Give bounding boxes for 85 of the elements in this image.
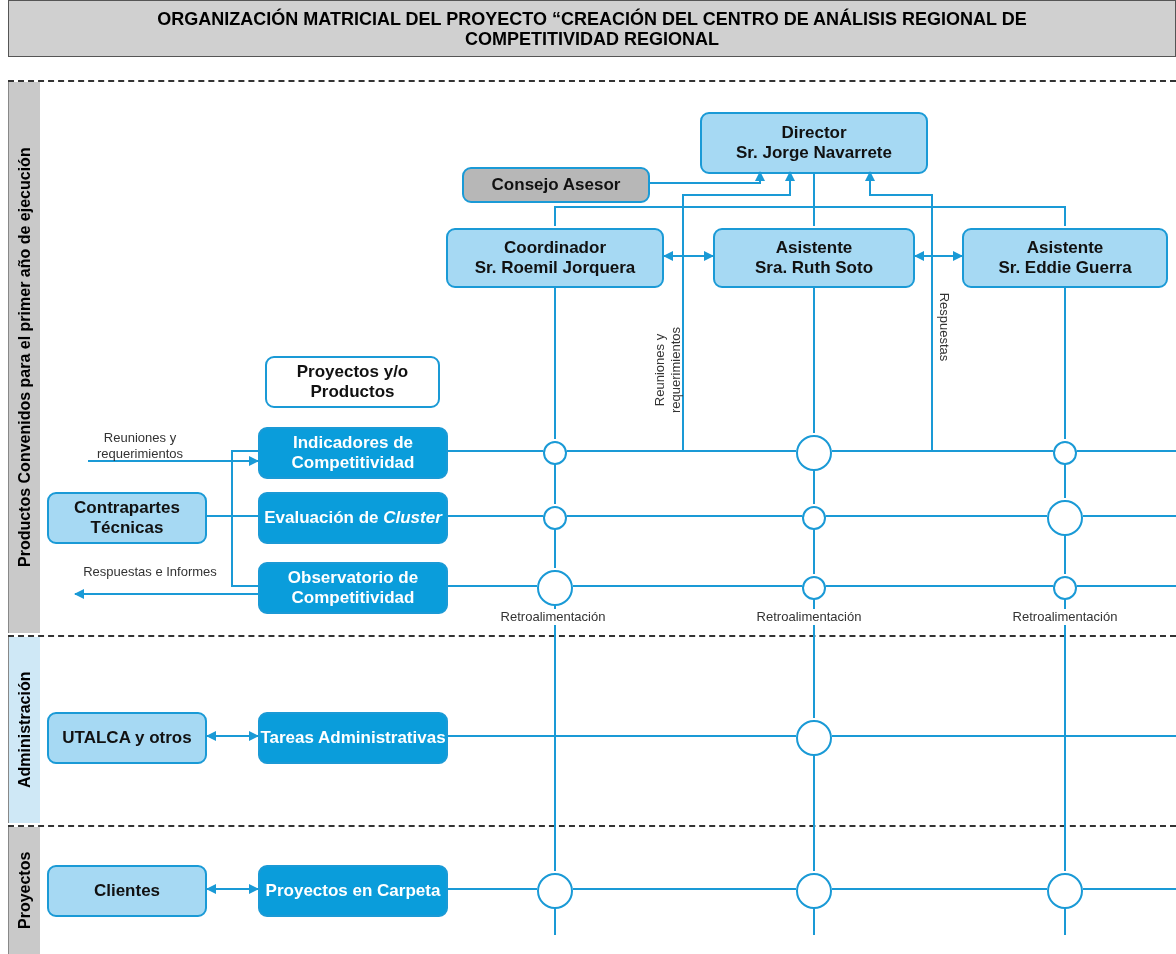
connector-line [447,888,538,890]
arrow [914,251,963,261]
connector-line [447,585,538,587]
product-box: Evaluación de Cluster [258,492,448,544]
arrow [74,589,259,599]
header-box: Proyectos y/o Productos [265,356,440,408]
arrow [649,171,765,184]
connector-line [447,515,544,517]
connector-line [554,527,556,569]
role-box: Asistente Sra. Ruth Soto [713,228,915,288]
connector-line [1076,585,1176,587]
council-box: Consejo Asesor [462,167,650,203]
role-box: Clientes [47,865,207,917]
arrow [206,731,259,741]
edge-label: Respuestas e Informes [82,564,218,580]
band-label: Administración [8,637,40,823]
connector-line [572,888,797,890]
arrow [663,251,714,261]
intersection-circle [796,873,832,909]
connector-line [831,735,1176,737]
arrow [865,171,933,452]
intersection-circle [1047,873,1083,909]
role-box: Director Sr. Jorge Navarrete [700,112,928,174]
connector-line [447,735,797,737]
edge-label: Reuniones y requerimientos [652,326,684,415]
role-box: Asistente Sr. Eddie Guerra [962,228,1168,288]
connector-line [813,753,815,872]
connector-line [1076,450,1176,452]
product-box: Proyectos en Carpeta [258,865,448,917]
connector-line [813,527,815,575]
row-band [8,80,1176,633]
connector-line [1064,533,1066,575]
feedback-label: Retroalimentación [498,609,608,625]
connector-line [813,906,815,936]
connector-line [825,585,1054,587]
product-box: Indicadores de Competitividad [258,427,448,479]
connector-line [813,285,815,434]
connector-line [566,515,803,517]
product-box: Observatorio de Competitividad [258,562,448,614]
connector-line [554,906,556,936]
intersection-circle [802,506,826,530]
connector-line [206,515,259,587]
connector-line [831,888,1048,890]
intersection-circle [802,576,826,600]
connector-line [1082,888,1176,890]
row-band [8,635,1176,823]
connector-line [825,515,1048,517]
role-box: Contrapartes Técnicas [47,492,207,544]
connector-line [1064,462,1066,499]
arrow [206,884,259,894]
edge-label: Reuniones y requerimientos [96,430,184,462]
feedback-label: Retroalimentación [1010,609,1120,625]
row-band [8,825,1176,954]
connector-line [447,450,544,452]
connector-line [1082,515,1176,517]
band-label: Productos Convenidos para el primer año de ejecución [8,82,40,633]
role-box: Coordinador Sr. Roemil Jorquera [446,228,664,288]
connector-line [566,450,797,452]
intersection-circle [1053,441,1077,465]
connector-line [1064,906,1066,936]
connector-line [1064,597,1066,872]
connector-line [813,468,815,505]
connector-line [554,603,556,872]
intersection-circle [796,720,832,756]
band-label: Proyectos [8,827,40,954]
connector-line [1064,285,1066,440]
connector-line [554,462,556,505]
connector-line [572,585,803,587]
connector-line [554,285,556,440]
title-banner: ORGANIZACIÓN MATRICIAL DEL PROYECTO “CREACIÓN DEL CENTRO DE ANÁLISIS REGIONAL DE COMPETITIVIDAD REGIONAL [8,0,1176,57]
arrow [87,456,259,466]
edge-label: Respuestas [936,291,952,364]
arrow [682,171,795,452]
feedback-label: Retroalimentación [754,609,864,625]
connector-line [831,450,1054,452]
intersection-circle [1047,500,1083,536]
intersection-circle [1053,576,1077,600]
intersection-circle [796,435,832,471]
intersection-circle [537,873,573,909]
connector-line [813,597,815,719]
product-box: Tareas Administrativas [258,712,448,764]
intersection-circle [543,441,567,465]
role-box: UTALCA y otros [47,712,207,764]
intersection-circle [543,506,567,530]
intersection-circle [537,570,573,606]
